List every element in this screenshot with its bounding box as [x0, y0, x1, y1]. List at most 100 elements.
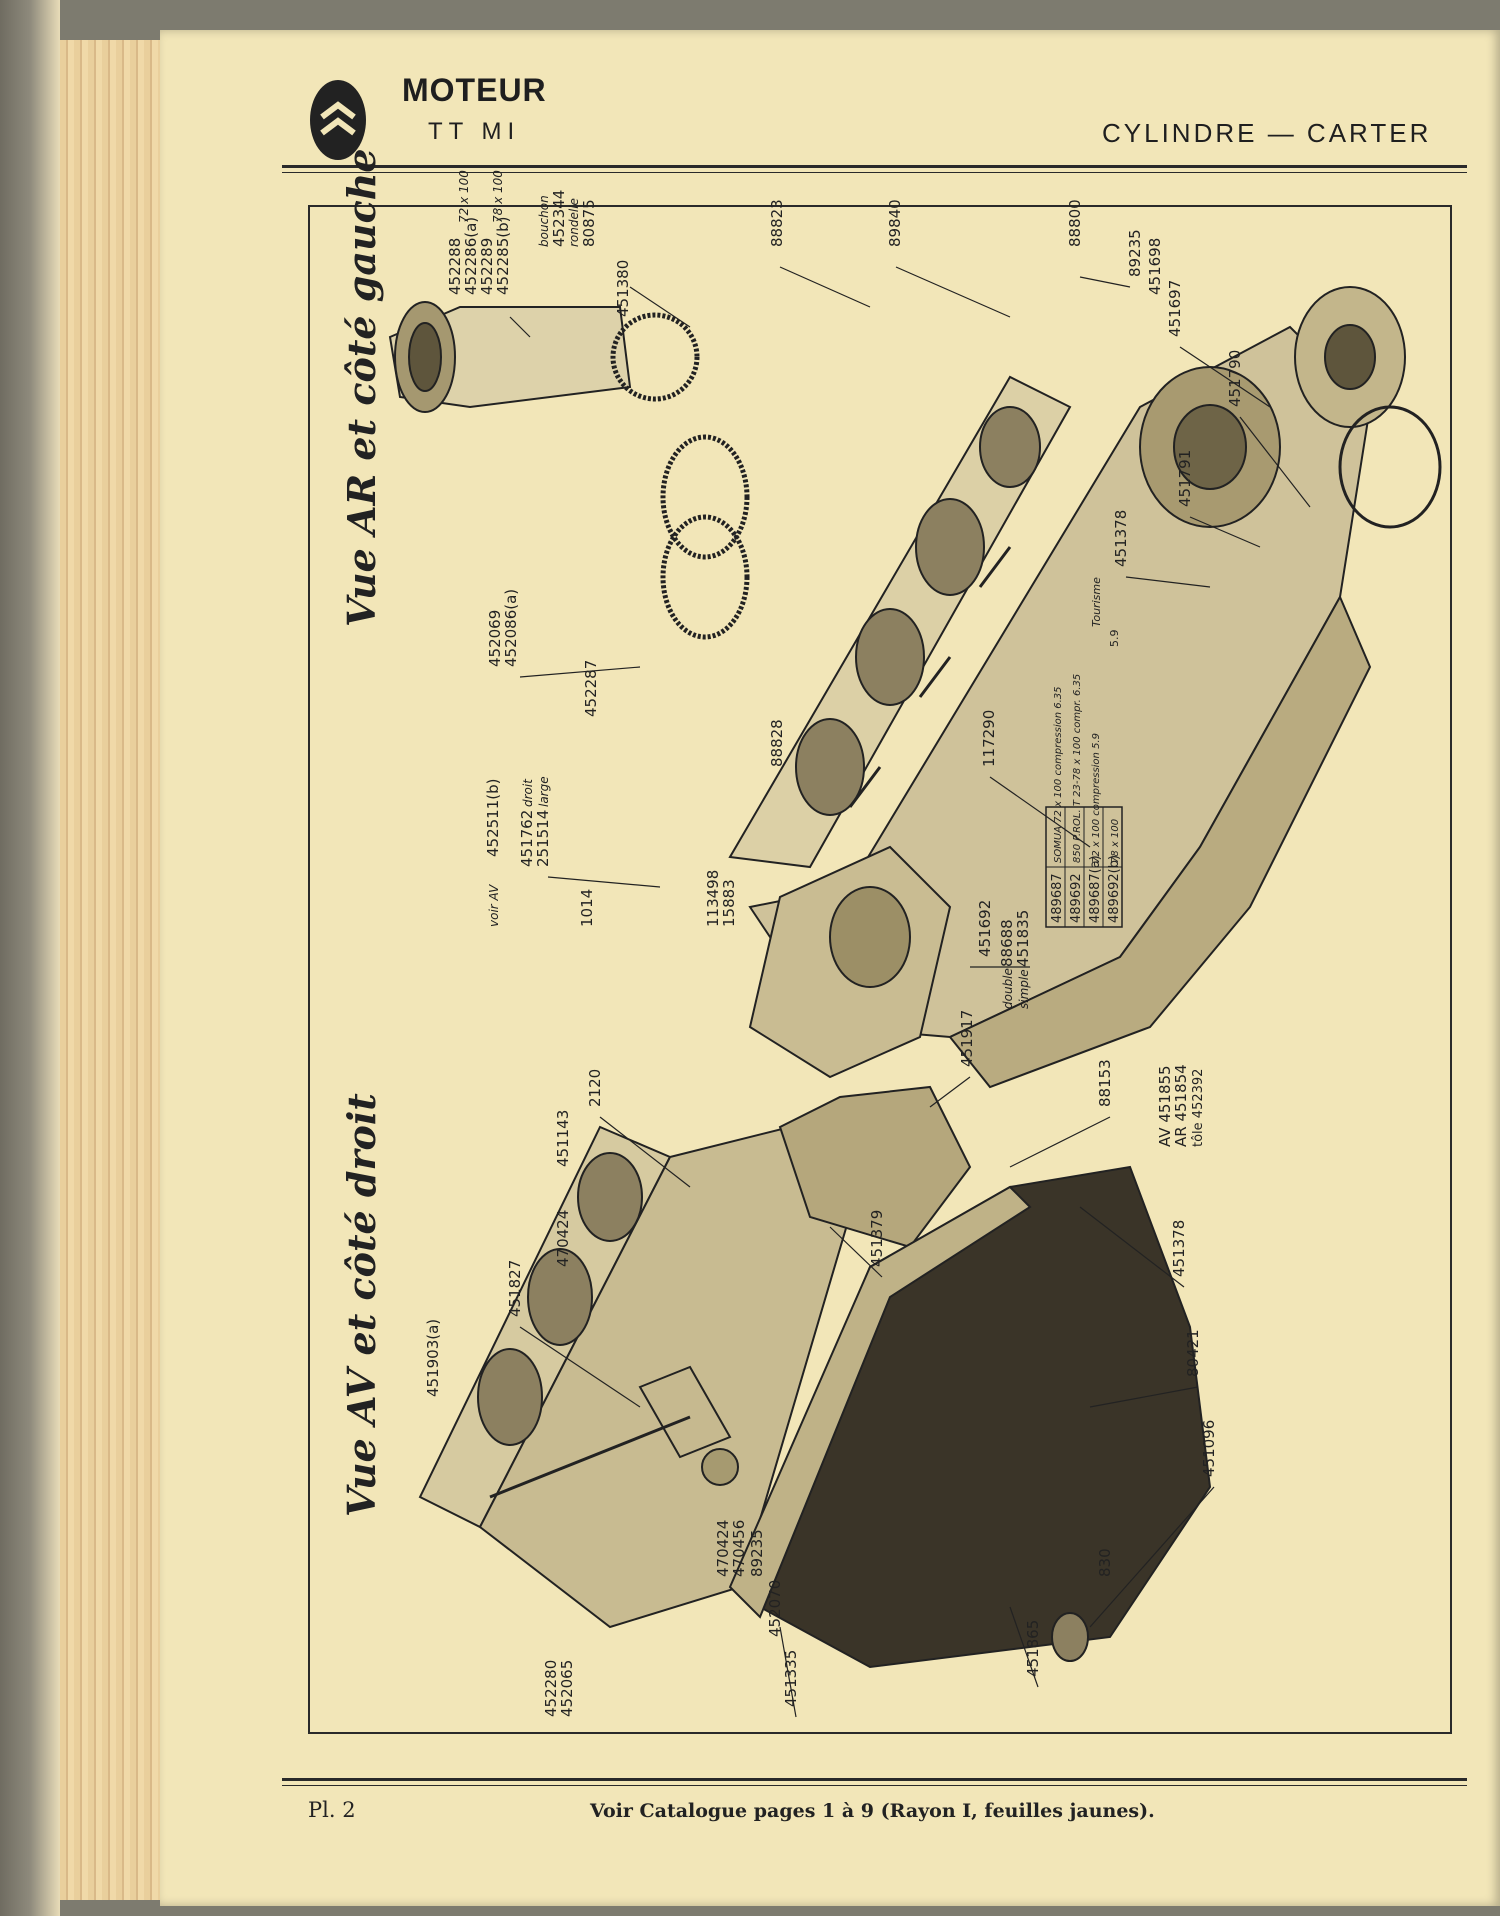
timing-case-plate: [778, 1085, 972, 1249]
part-label: 88800: [1066, 199, 1084, 247]
drawing-frame: [308, 205, 1452, 1734]
part-label: 451865: [1024, 1620, 1042, 1677]
part-label: 452287: [582, 660, 600, 717]
part-label: 470424: [554, 1210, 572, 1267]
dimension-label: 78 x 100: [491, 170, 505, 223]
part-note: double: [1001, 968, 1015, 1009]
part-label: 251514: [534, 810, 552, 867]
part-label: 452288: [446, 238, 464, 295]
footer-rule: [282, 1778, 1467, 1781]
page-title: MOTEUR: [402, 72, 547, 108]
catalogue-reference: Voir Catalogue pages 1 à 9 (Rayon I, feu…: [590, 1800, 1155, 1822]
front-view-title: Vue AV et côté droit: [339, 1093, 384, 1517]
part-label: 89235: [748, 1529, 766, 1577]
part-label: 452070: [766, 1580, 784, 1637]
part-label: 89235: [1126, 229, 1144, 277]
spec-table: 489687 SOMUA 72 x 100 compression 6.35 4…: [1045, 577, 1123, 928]
page-subtitle: TT MI: [428, 118, 521, 145]
liner-gasket: [610, 312, 700, 402]
part-label: AR 451854: [1172, 1064, 1190, 1147]
brand-logo: [310, 80, 366, 160]
part-label: 451335: [782, 1650, 800, 1707]
table-cell: 78 x 100: [1110, 819, 1121, 863]
part-label: 451697: [1166, 280, 1184, 337]
part-note: large: [537, 776, 551, 807]
leader-lines: [509, 266, 1311, 1718]
part-label: 89840: [886, 199, 904, 247]
part-label: 451827: [506, 1260, 524, 1317]
part-label: 451096: [1200, 1420, 1218, 1477]
part-label: 451143: [554, 1110, 572, 1167]
header-rule: [282, 165, 1467, 168]
table-cell: 489687(a): [1088, 855, 1103, 923]
part-label: 452086(a): [502, 589, 520, 667]
plate-number: Pl. 2: [308, 1798, 356, 1822]
table-cell: 489692(b): [1107, 855, 1122, 923]
cylinder-liner: [388, 301, 632, 413]
table-cell: SOMUA 72 x 100 compression 6.35: [1053, 686, 1064, 863]
head-gasket: [660, 434, 750, 640]
part-label: 2120: [586, 1069, 604, 1107]
part-label: 451692: [976, 900, 994, 957]
table-cell: 489692: [1069, 873, 1084, 923]
exploded-engine-drawing: Vue AR et côté gauche Vue AV et côté dro…: [339, 148, 1442, 1718]
part-label: 452511(b): [484, 779, 502, 858]
part-note: droit: [521, 778, 535, 807]
part-label: 451903(a): [424, 1319, 442, 1397]
part-label: 452289: [478, 238, 496, 295]
part-label: 113498: [704, 870, 722, 927]
part-label: 15883: [720, 879, 738, 927]
table-cell: 489687: [1050, 873, 1065, 923]
part-label: 452280: [542, 1660, 560, 1717]
part-label: 451835: [1014, 910, 1032, 967]
book-spine: [0, 0, 60, 1916]
part-label: 451791: [1176, 450, 1194, 507]
part-note: simple: [1017, 969, 1031, 1009]
oil-pump-housing: [638, 1365, 739, 1486]
drain-plug: [1051, 1612, 1089, 1662]
footer-rule-thin: [282, 1785, 1467, 1786]
part-label: 88688: [998, 919, 1016, 967]
table-cell: 850 P.ROL. T 23-78 x 100 compr. 6.35: [1072, 674, 1083, 863]
dimension-label: 72 x 100: [457, 170, 471, 223]
part-label: 451379: [868, 1210, 886, 1267]
part-label: 88828: [768, 719, 786, 767]
part-label: 117290: [980, 710, 998, 767]
part-label: 470424: [714, 1520, 732, 1577]
part-label: AV 451855: [1156, 1065, 1174, 1147]
part-label: 451378: [1170, 1220, 1188, 1277]
part-label: 88153: [1096, 1059, 1114, 1107]
part-note: Tourisme: [1090, 577, 1103, 627]
timing-cover: [748, 845, 952, 1079]
part-label: 452065: [558, 1660, 576, 1717]
part-label: tôle 452392: [1191, 1069, 1206, 1147]
part-note: voir AV: [487, 884, 501, 927]
part-note: 5.9: [1108, 630, 1121, 648]
rear-flange-plates: [1294, 286, 1442, 529]
part-label: 452344: [550, 190, 568, 247]
part-label: 1014: [578, 889, 596, 927]
part-label: 451762: [518, 810, 536, 867]
header-rule-thin: [282, 172, 1467, 173]
double-chevron-icon: [320, 101, 356, 136]
page-edges: [60, 40, 170, 1900]
rear-view-title: Vue AR et côté gauche: [339, 148, 384, 627]
part-note: rondelle: [567, 198, 581, 247]
table-cell: 72 x 100 compression 5.9: [1091, 733, 1102, 863]
part-label: 80875: [580, 199, 598, 247]
part-label: 452285(b): [494, 217, 512, 296]
rear-engine-block: [728, 325, 1372, 1089]
part-label: 451790: [1226, 350, 1244, 407]
part-label: 451917: [958, 1010, 976, 1067]
part-label: 452286(a): [462, 217, 480, 295]
part-label: 830: [1096, 1548, 1114, 1577]
part-label: 452069: [486, 610, 504, 667]
dipstick: [489, 1415, 691, 1499]
part-label: 451380: [614, 260, 632, 317]
part-label: 80421: [1184, 1329, 1202, 1377]
part-label: 451698: [1146, 238, 1164, 295]
part-label: 88823: [768, 199, 786, 247]
oil-sump: [728, 1165, 1212, 1669]
part-label: 470456: [730, 1520, 748, 1577]
part-note: bouchon: [537, 195, 551, 247]
